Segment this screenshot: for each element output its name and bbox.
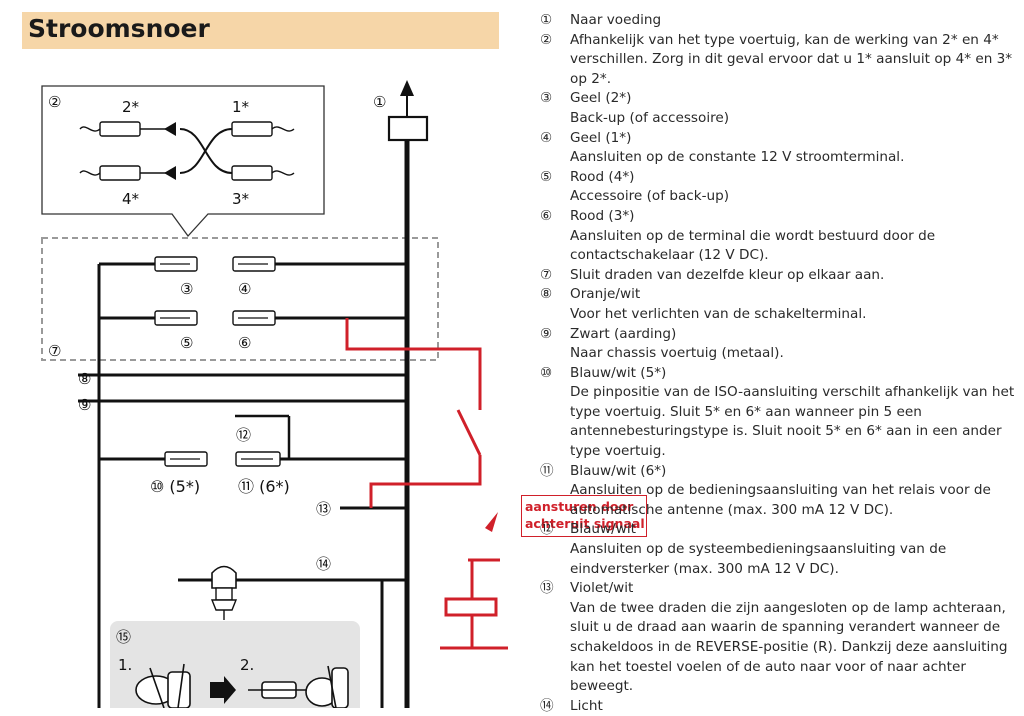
- legend-number: ⑩: [540, 364, 553, 381]
- legend-number: ⑬: [540, 580, 554, 597]
- label-9: ⑨: [78, 396, 91, 414]
- clamp-step-2-icon: [248, 665, 349, 708]
- main-harness: [387, 88, 429, 708]
- legend-heading: Rood (3*): [570, 207, 635, 224]
- legend-heading: Afhankelijk van het type voertuig, kan d…: [570, 31, 1013, 87]
- label-7: ⑦: [48, 342, 61, 360]
- legend-number: ⑥: [540, 207, 553, 224]
- label-15: ⑮: [116, 628, 131, 646]
- arrow-up-icon: [400, 80, 414, 96]
- legend-heading: Blauw/wit: [570, 521, 636, 538]
- legend-item: ⑦ Sluit draden van dezelfde kleur op elka…: [540, 266, 1020, 286]
- label-13: ⑬: [316, 500, 331, 518]
- clamp-step-1-icon: [135, 663, 191, 708]
- legend-item: ② Afhankelijk van het type voertuig, kan …: [540, 31, 1020, 90]
- legend-description: Naar chassis voertuig (metaal).: [570, 345, 784, 362]
- legend-number: ④: [540, 129, 553, 146]
- group-7-dashed-box: [41, 237, 439, 361]
- legend-number: ⑫: [540, 521, 554, 538]
- label-3-star: 3*: [232, 190, 250, 208]
- legend-description: Aansluiten op de terminal die wordt best…: [570, 227, 936, 264]
- step-1-label: 1.: [118, 656, 132, 674]
- arrow-icon: [485, 512, 498, 532]
- section-title: Stroomsnoer: [28, 14, 210, 43]
- legend-heading: Geel (2*): [570, 90, 632, 107]
- legend-heading: Naar voeding: [570, 12, 662, 28]
- step-2-label: 2.: [240, 656, 254, 674]
- legend-item: ③ Geel (2*) Back-up (of accessoire): [540, 89, 1020, 128]
- label-4: ④: [238, 280, 251, 298]
- connector-3-icon: [231, 165, 273, 181]
- label-8: ⑧: [78, 370, 91, 388]
- legend-number: ①: [540, 12, 553, 28]
- legend-item: ⑪ Blauw/wit (6*) Aansluiten op de bedienin…: [540, 462, 1020, 521]
- label-6: ⑥: [238, 334, 251, 352]
- legend-heading: Sluit draden van dezelfde kleur op elkaa…: [570, 266, 885, 283]
- connector-1-icon: [231, 121, 273, 137]
- label-12: ⑫: [236, 426, 251, 444]
- arrow-left-icon: [164, 122, 176, 136]
- legend-heading: Blauw/wit (6*): [570, 462, 667, 479]
- legend-description: Voor het verlichten van de schakeltermin…: [570, 305, 867, 322]
- legend-description: Accessoire (of back-up): [570, 188, 730, 205]
- legend-number: ②: [540, 31, 553, 48]
- legend-item: ⑭ Licht: [540, 697, 1020, 716]
- legend-description: Back-up (of accessoire): [570, 109, 730, 126]
- legend-description: Aansluiten op de constante 12 V stroomte…: [570, 149, 905, 166]
- legend-number: ③: [540, 90, 553, 107]
- legend-item: ① Naar voeding: [540, 11, 1020, 31]
- light-connector-icon: [210, 565, 238, 620]
- connector-4-icon: [99, 165, 141, 181]
- legend-description: De pinpositie van de ISO-aansluiting ver…: [570, 384, 1015, 460]
- legend-number: ⑤: [540, 168, 553, 185]
- label-3: ③: [180, 280, 193, 298]
- label-14: ⑭: [316, 555, 331, 573]
- legend-item: ⑨ Zwart (aarding) Naar chassis voertuig (m…: [540, 325, 1020, 364]
- legend-heading: Oranje/wit: [570, 286, 641, 303]
- legend-number: ⑦: [540, 266, 553, 283]
- label-2-star: 2*: [122, 98, 140, 116]
- label-11-6star: ⑪ (6*): [238, 477, 290, 496]
- label-1-star: 1*: [232, 98, 250, 116]
- label-10-5star: ⑩ (5*): [150, 477, 200, 496]
- legend-item: ⑤ Rood (4*) Accessoire (of back-up): [540, 168, 1020, 207]
- legend-heading: Licht: [570, 697, 603, 714]
- label-5: ⑤: [180, 334, 193, 352]
- legend-heading: Zwart (aarding): [570, 325, 677, 342]
- reverse-signal-label-line-2: achteruit signaal: [525, 516, 645, 531]
- legend-item: ⑩ Blauw/wit (5*) De pinpositie van de ISO-…: [540, 364, 1020, 462]
- wire-legend-list: ① Naar voeding ② Afhankelijk van het type v…: [540, 11, 1020, 716]
- legend-number: ⑧: [540, 286, 553, 303]
- wiring-diagram: ② 2* 1* 4* 3* ⑦: [41, 80, 508, 708]
- legend-number: ⑭: [540, 697, 554, 714]
- inset-box-2: ② 2* 1* 4* 3*: [41, 85, 325, 238]
- reverse-signal-annotation-lines: [345, 318, 508, 650]
- legend-description: Aansluiten op de bedieningsaansluiting v…: [570, 482, 991, 518]
- legend-item: ⑥ Rood (3*) Aansluiten op de terminal die …: [540, 207, 1020, 266]
- arrow-right-icon: [210, 676, 236, 704]
- legend-number: ⑨: [540, 325, 553, 342]
- legend-number: ⑪: [540, 462, 554, 479]
- label-4-star: 4*: [122, 190, 140, 208]
- legend-heading: Blauw/wit (5*): [570, 364, 667, 381]
- reverse-signal-label: aansturen door achteruit signaal: [521, 495, 647, 537]
- legend-heading: Geel (1*): [570, 129, 632, 146]
- legend-heading: Violet/wit: [570, 580, 634, 597]
- label-2: ②: [48, 93, 61, 111]
- reverse-signal-label-line-1: aansturen door: [525, 499, 634, 514]
- legend-description: Van de twee draden die zijn aangesloten …: [570, 599, 1008, 695]
- legend-description: Aansluiten op de systeembedieningsaanslu…: [570, 541, 947, 577]
- legend-item: ④ Geel (1*) Aansluiten op de constante 12 …: [540, 129, 1020, 168]
- connector-2-icon: [99, 121, 141, 137]
- section-title-bar: Stroomsnoer: [22, 12, 499, 49]
- label-1: ①: [373, 93, 386, 111]
- panel-15: ⑮ 1. 2.: [110, 621, 360, 708]
- legend-heading: Rood (4*): [570, 168, 635, 185]
- arrow-left-icon: [164, 166, 176, 180]
